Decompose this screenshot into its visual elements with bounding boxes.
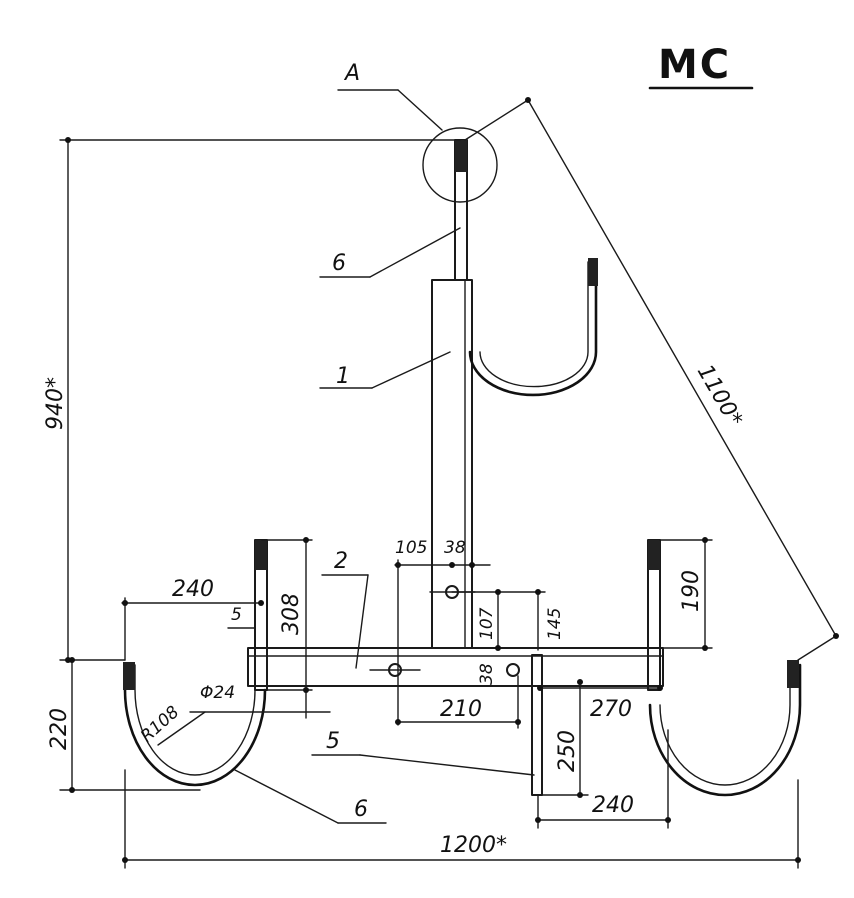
horizontal-beam (247, 647, 664, 687)
dim-1200-text: 1200* (440, 833, 507, 858)
top-rod-thread (455, 140, 467, 172)
position-2: 2 (334, 549, 348, 574)
hanging-strip (531, 654, 543, 796)
position-1: 1 (336, 364, 350, 389)
radius-r108-text: R108 (137, 702, 183, 747)
dim-105-tick-right (469, 562, 475, 568)
dim-240-top-tick-right (258, 600, 264, 606)
dim-107-text: 107 (477, 607, 497, 640)
dim-145-tick-top (535, 589, 541, 595)
dim-145-text: 145 (545, 608, 565, 640)
position-5-leader (359, 754, 535, 776)
dim-240-top-tick-left (122, 600, 128, 606)
dim-940-text: 940* (43, 377, 68, 430)
upper-right-hook (468, 260, 598, 397)
right-hook-inner (659, 664, 791, 786)
dim-308-text: 308 (279, 593, 304, 635)
callout-a-label: А (343, 61, 360, 86)
dim-270-text: 270 (590, 697, 632, 722)
right-hook-thread (787, 660, 799, 688)
dim-1200-tick-left (122, 857, 128, 863)
dim-240-bottom-tick-right (665, 817, 671, 823)
dim-210-tick-right (515, 719, 521, 725)
position-6-bottom-leader (234, 769, 339, 824)
dim-1200-tick-right (795, 857, 801, 863)
dim-105-tick-mid (449, 562, 455, 568)
dim-210-tick-left (395, 719, 401, 725)
dim-240-bottom-tick-left (535, 817, 541, 823)
dim-1100-tick-top (525, 97, 531, 103)
dim-105-text: 105 (395, 538, 427, 558)
position-6-top-leader (369, 227, 461, 278)
right-hook (648, 663, 802, 797)
dim-190-tick-bottom (702, 645, 708, 651)
radius-r108-leader (157, 711, 206, 746)
left-hook-inner (134, 664, 256, 776)
upper-right-hook-thread (588, 258, 598, 286)
detail-a-circle (422, 127, 498, 203)
vertical-post (431, 279, 473, 649)
dim-210-text: 210 (440, 697, 482, 722)
dim-220-tick-top (69, 657, 75, 663)
dim-38-mid-text: 38 (477, 663, 497, 685)
dim-1100-tick-bottom (833, 633, 839, 639)
dim-220-text: 220 (47, 708, 72, 750)
right-upright-thread (648, 540, 660, 570)
position-1-leader (371, 351, 451, 389)
dim-250-tick-bottom (577, 792, 583, 798)
dim-250-text: 250 (555, 730, 580, 772)
bolt-beam-right (506, 663, 520, 677)
drawing-title: МС (658, 42, 731, 88)
dim-phi24-text: Φ24 (200, 683, 235, 703)
dim-1100-ext-bottom (797, 635, 837, 661)
position-5: 5 (326, 729, 340, 754)
dim-38-top-text: 38 (444, 538, 466, 558)
position-6-bottom: 6 (354, 797, 368, 822)
dim-940-tick-top (65, 137, 71, 143)
dim-107-tick-bottom (495, 645, 501, 651)
upper-right-hook-inner (479, 261, 589, 388)
dim-270-tick-right (657, 685, 663, 691)
dim-107-tick-top (495, 589, 501, 595)
position-6-top: 6 (332, 251, 346, 276)
dim-1100-text: 1100* (692, 361, 747, 432)
dim-220-tick-bottom (69, 787, 75, 793)
dim-1100-ext-top (464, 99, 529, 141)
dim-190-text: 190 (679, 570, 704, 612)
dim-1100-line (527, 99, 837, 637)
dim-250-tick-top (577, 679, 583, 685)
dim-240-bottom-text: 240 (592, 793, 634, 818)
left-hook-thread (123, 662, 135, 690)
dim-308-tick-top (303, 537, 309, 543)
left-upright-thread (255, 540, 267, 570)
dim-105-tick-left (395, 562, 401, 568)
position-2-leader (355, 574, 369, 669)
dim-190-tick-top (702, 537, 708, 543)
left-hook (123, 663, 267, 787)
callout-a-leader (397, 89, 443, 131)
dim-5-text: 5 (231, 605, 242, 625)
dim-270-tick-left (537, 685, 543, 691)
dim-240-top-text: 240 (172, 577, 214, 602)
dim-308-tick-bottom (303, 687, 309, 693)
